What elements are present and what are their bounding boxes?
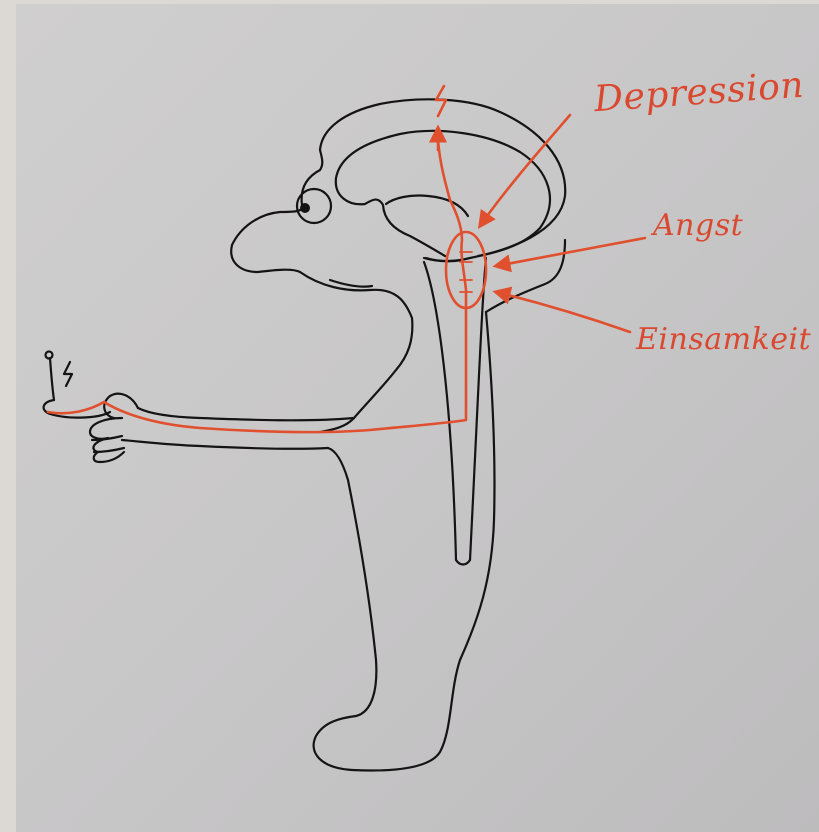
label-angst: Angst bbox=[653, 208, 743, 243]
label-einsamkeit: Einsamkeit bbox=[636, 322, 811, 357]
paper-sheet bbox=[16, 4, 819, 832]
eye-pupil bbox=[300, 203, 310, 213]
